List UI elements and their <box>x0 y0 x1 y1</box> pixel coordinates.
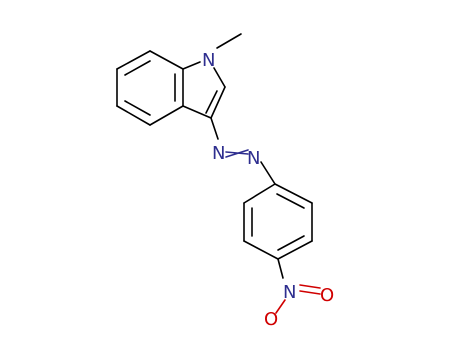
atom-nitro-o-single: O <box>264 309 278 330</box>
double-bond-inner <box>124 100 151 116</box>
indole-pyrrole-ring <box>182 33 242 119</box>
nitro-n-o-double-bond <box>299 290 321 295</box>
azo-double-bond <box>225 149 249 158</box>
atom-nitro-n: N <box>283 282 296 303</box>
atom-nitro-o-double: O <box>320 285 334 306</box>
bond <box>277 240 313 260</box>
double-bond-inner <box>276 193 305 209</box>
double-bond-inner <box>277 235 305 251</box>
azo-phenyl-bond <box>260 161 276 185</box>
bond <box>149 105 184 126</box>
bond <box>243 183 276 204</box>
bond <box>182 61 201 70</box>
nitro-n-o-single-bond <box>275 299 286 314</box>
double-bond-inner <box>124 60 151 76</box>
indole-benzene-ring <box>116 50 184 126</box>
bond <box>149 50 184 70</box>
nitro-n-o-double-bond <box>299 284 321 289</box>
phenyl-ring <box>243 183 313 260</box>
atom-azo-n1: N <box>212 143 225 164</box>
bond <box>182 105 212 119</box>
double-bond-inner <box>205 90 218 114</box>
c3-azo-bond <box>210 117 219 140</box>
atom-azo-n2: N <box>247 148 260 169</box>
bond <box>274 183 313 204</box>
nitro-c-n-bond <box>277 258 284 279</box>
bond <box>116 105 151 126</box>
methyl-bond <box>216 33 242 49</box>
atom-indole-n: N <box>202 50 215 71</box>
bond <box>116 50 151 70</box>
bond <box>213 67 226 88</box>
bond <box>210 86 226 119</box>
bond <box>243 240 279 260</box>
